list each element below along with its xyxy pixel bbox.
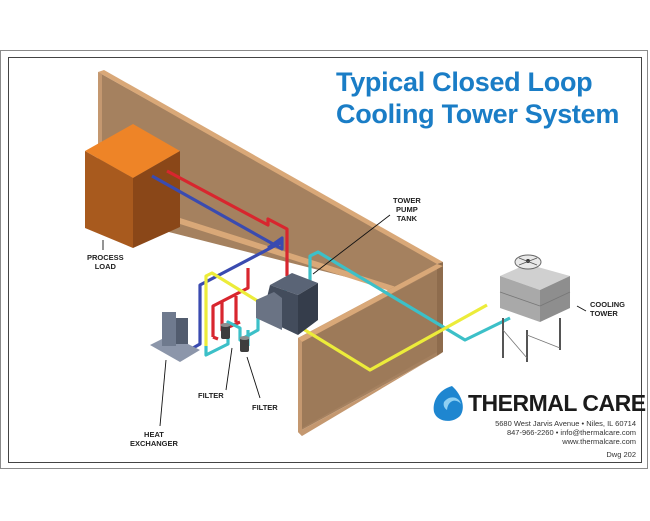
label-line: PROCESS	[87, 253, 124, 262]
process-load-box	[85, 124, 180, 248]
label-process-load: PROCESS LOAD	[87, 253, 124, 271]
company-name: THERMAL CARE	[468, 390, 646, 416]
thermal-care-logo-icon	[433, 386, 463, 421]
label-line: EXCHANGER	[130, 439, 178, 448]
label-line: PUMP	[396, 205, 418, 214]
outer-frame	[0, 50, 648, 469]
tower-pump-tank	[256, 273, 318, 335]
drawing-number: Dwg 202	[606, 450, 636, 459]
title-line-2: Cooling Tower System	[336, 99, 620, 129]
front-wall	[298, 264, 443, 436]
heat-exchanger-unit	[150, 312, 200, 362]
company-website: www.thermalcare.com	[562, 437, 636, 446]
company-address: 5680 West Jarvis Avenue • Niles, IL 6071…	[495, 419, 636, 428]
label-line: HEAT	[144, 430, 164, 439]
cooling-tower-unit	[499, 254, 571, 362]
label-filter-2: FILTER	[252, 403, 278, 412]
label-cooling-tower: COOLING TOWER	[590, 300, 625, 318]
title-line-1: Typical Closed Loop	[336, 67, 593, 97]
label-line: TANK	[396, 214, 418, 223]
label-line: TOWER	[590, 309, 618, 318]
label-line: TOWER	[393, 196, 421, 205]
leader-lines	[102, 214, 587, 427]
label-heat-exchanger: HEAT EXCHANGER	[130, 430, 178, 448]
label-line: LOAD	[94, 262, 116, 271]
company-contact: 847-966-2260 • info@thermalcare.com	[506, 428, 636, 437]
inner-frame	[8, 57, 642, 463]
label-filter-1: FILTER	[198, 391, 224, 400]
filter-units	[220, 323, 250, 352]
side-wall	[437, 262, 443, 356]
cold-water-pipe	[151, 174, 284, 350]
diagram-title: Typical Closed Loop Cooling Tower System	[336, 66, 636, 130]
tower-supply-pipe	[204, 271, 488, 372]
label-tower-pump-tank: TOWER PUMP TANK	[393, 196, 421, 223]
label-line: COOLING	[590, 300, 625, 309]
